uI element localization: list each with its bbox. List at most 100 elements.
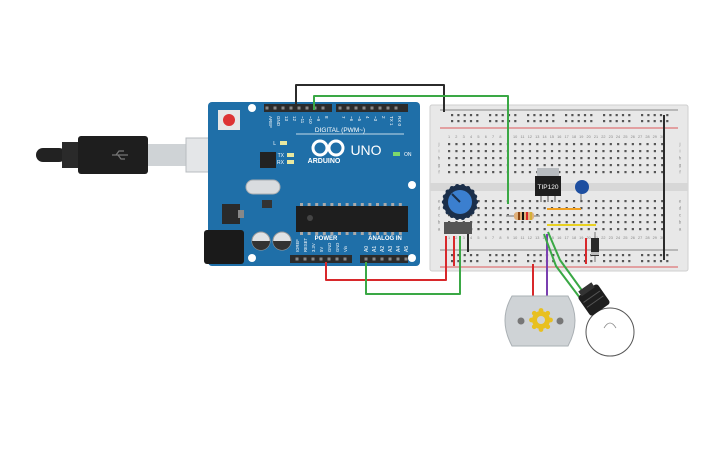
breadboard-hole[interactable] [580, 221, 583, 224]
breadboard-hole[interactable] [492, 143, 495, 146]
breadboard-hole[interactable] [477, 157, 480, 160]
rail-hole[interactable] [501, 120, 504, 123]
breadboard-hole[interactable] [528, 228, 532, 231]
digital-pin-hole[interactable] [273, 106, 277, 110]
digital-pin-hole[interactable] [289, 106, 293, 110]
breadboard-hole[interactable] [572, 221, 576, 224]
rail-hole[interactable] [621, 120, 625, 123]
breadboard-hole[interactable] [543, 221, 546, 224]
breadboard-hole[interactable] [580, 164, 583, 167]
breadboard-hole[interactable] [499, 157, 502, 160]
power-pin-hole[interactable] [303, 257, 307, 261]
breadboard-hole[interactable] [514, 143, 517, 146]
rail-hole[interactable] [628, 120, 631, 123]
breadboard-hole[interactable] [521, 171, 524, 174]
breadboard-hole[interactable] [609, 200, 612, 203]
breadboard-hole[interactable] [609, 143, 612, 146]
breadboard-hole[interactable] [631, 164, 634, 167]
rail-hole[interactable] [583, 120, 587, 123]
breadboard-hole[interactable] [470, 143, 473, 146]
breadboard-hole[interactable] [661, 171, 664, 174]
breadboard-hole[interactable] [477, 171, 480, 174]
breadboard-hole[interactable] [661, 200, 664, 203]
analog-pin-hole[interactable] [388, 257, 392, 261]
breadboard-hole[interactable] [595, 150, 598, 153]
breadboard-hole[interactable] [484, 157, 487, 160]
breadboard-hole[interactable] [617, 157, 620, 160]
breadboard-hole[interactable] [631, 143, 634, 146]
breadboard-hole[interactable] [602, 207, 605, 210]
rail-hole[interactable] [647, 260, 650, 263]
rail-hole[interactable] [659, 254, 663, 257]
breadboard-hole[interactable] [639, 200, 642, 203]
rail-hole[interactable] [476, 254, 479, 257]
breadboard-hole[interactable] [499, 228, 502, 231]
breadboard-hole[interactable] [492, 157, 495, 160]
breadboard-hole[interactable] [558, 157, 561, 160]
analog-pin-hole[interactable] [396, 257, 400, 261]
breadboard-hole[interactable] [492, 171, 495, 174]
digital-pin-hole[interactable] [346, 106, 350, 110]
rail-hole[interactable] [590, 120, 593, 123]
rail-hole[interactable] [577, 114, 580, 117]
reset-button[interactable] [218, 110, 240, 130]
rail-hole[interactable] [659, 260, 663, 263]
digital-pin-hole[interactable] [338, 106, 342, 110]
breadboard-hole[interactable] [580, 214, 583, 217]
breadboard-hole[interactable] [580, 228, 583, 231]
rail-hole[interactable] [653, 254, 656, 257]
breadboard-hole[interactable] [477, 228, 480, 231]
breadboard-hole[interactable] [639, 164, 642, 167]
breadboard-hole[interactable] [572, 214, 576, 217]
rail-hole[interactable] [571, 120, 574, 123]
rail-hole[interactable] [527, 114, 530, 117]
breadboard-hole[interactable] [484, 150, 487, 153]
breadboard-hole[interactable] [492, 150, 495, 153]
breadboard-hole[interactable] [521, 200, 524, 203]
power-pin-hole[interactable] [319, 257, 323, 261]
breadboard-hole[interactable] [521, 228, 524, 231]
breadboard-hole[interactable] [646, 164, 649, 167]
breadboard-hole[interactable] [595, 228, 598, 231]
breadboard-hole[interactable] [653, 214, 656, 217]
breadboard-hole[interactable] [462, 143, 465, 146]
rail-hole[interactable] [539, 114, 542, 117]
breadboard-hole[interactable] [617, 150, 620, 153]
breadboard-hole[interactable] [609, 157, 612, 160]
breadboard-hole[interactable] [477, 207, 480, 210]
rail-hole[interactable] [539, 120, 542, 123]
breadboard-hole[interactable] [631, 171, 634, 174]
power-pin-hole[interactable] [335, 257, 339, 261]
rail-hole[interactable] [609, 120, 612, 123]
rail-hole[interactable] [501, 254, 504, 257]
breadboard-hole[interactable] [653, 207, 656, 210]
breadboard-hole[interactable] [477, 214, 480, 217]
breadboard-hole[interactable] [624, 221, 627, 224]
rail-hole[interactable] [469, 260, 473, 263]
breadboard-hole[interactable] [653, 150, 656, 153]
rail-hole[interactable] [457, 114, 460, 117]
analog-pin-hole[interactable] [364, 257, 368, 261]
breadboard-hole[interactable] [572, 171, 576, 174]
rail-hole[interactable] [641, 114, 644, 117]
breadboard-hole[interactable] [543, 214, 546, 217]
breadboard-hole[interactable] [580, 150, 583, 153]
breadboard-hole[interactable] [653, 143, 656, 146]
breadboard-hole[interactable] [492, 228, 495, 231]
rail-hole[interactable] [659, 114, 663, 117]
rail-hole[interactable] [514, 114, 517, 117]
breadboard-hole[interactable] [624, 143, 627, 146]
rail-hole[interactable] [457, 260, 460, 263]
breadboard-hole[interactable] [661, 228, 664, 231]
rail-hole[interactable] [495, 260, 498, 263]
power-pin-hole[interactable] [311, 257, 315, 261]
analog-pin-hole[interactable] [380, 257, 384, 261]
rail-hole[interactable] [641, 254, 644, 257]
rail-hole[interactable] [565, 260, 568, 263]
breadboard-hole[interactable] [624, 200, 627, 203]
breadboard-hole[interactable] [646, 157, 649, 160]
breadboard-hole[interactable] [558, 171, 561, 174]
breadboard-hole[interactable] [484, 228, 487, 231]
breadboard-hole[interactable] [448, 150, 451, 153]
breadboard-hole[interactable] [550, 221, 554, 224]
